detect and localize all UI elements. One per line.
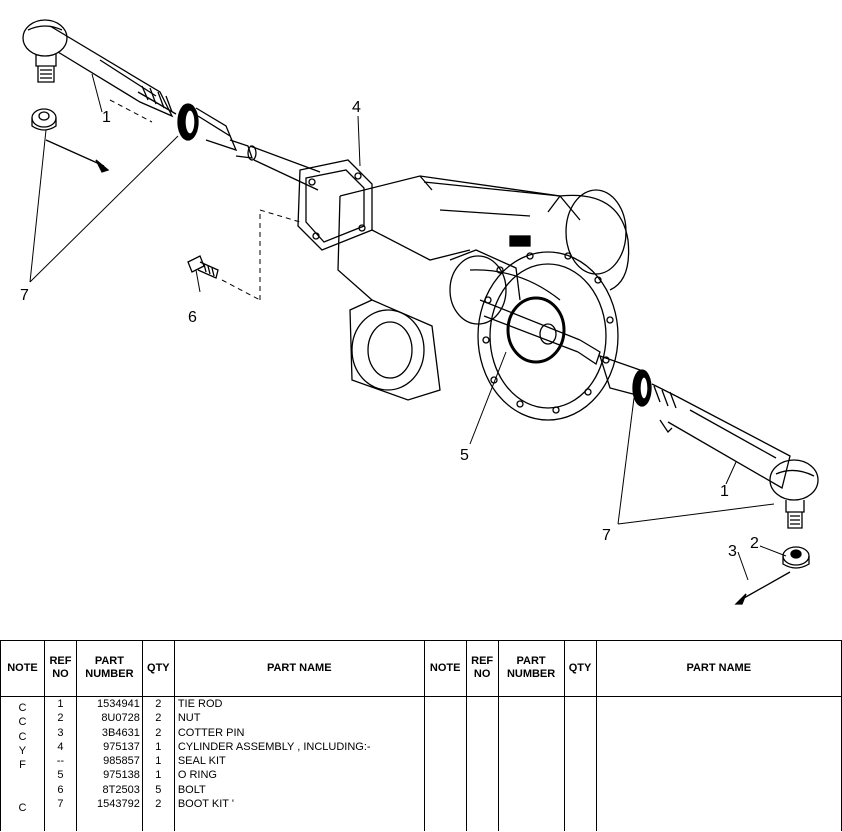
callout-boot-kit-right: 7 — [602, 527, 611, 544]
column-part-name-2-empty — [595, 696, 842, 831]
nut-left — [31, 108, 57, 131]
parts-list-table: NOTE REF NO PART NUMBER QTY PART NAME NO… — [0, 640, 842, 831]
o-ring — [506, 296, 566, 364]
boot-right — [598, 354, 652, 407]
header-note-2: NOTE — [423, 640, 467, 697]
tie-rod-left — [22, 19, 177, 118]
callout-o-ring: 5 — [460, 447, 469, 464]
callout-boot-kit-left: 7 — [20, 287, 29, 304]
column-part-number-2-empty — [497, 696, 565, 831]
header-ref-no-2: REF NO — [465, 640, 499, 697]
boot-left — [177, 103, 253, 159]
header-part-number-2: PART NUMBER — [497, 640, 565, 697]
tie-rod-right — [651, 383, 819, 529]
assembly-lines — [109, 99, 301, 301]
piston-rod-right — [479, 299, 601, 366]
header-qty-2: QTY — [563, 640, 597, 697]
nut-right — [782, 546, 810, 569]
header-note: NOTE — [0, 640, 45, 697]
column-ref-no-2-empty — [465, 696, 499, 831]
cotter-pin-left — [45, 139, 110, 173]
cylinder-flange — [297, 159, 373, 251]
header-part-name-2: PART NAME — [595, 640, 842, 697]
exploded-parts-diagram: 1 4 7 6 5 1 7 3 2 — [20, 19, 819, 605]
callout-cylinder-assembly: 4 — [352, 99, 361, 116]
callout-tie-rod-left: 1 — [102, 109, 111, 126]
header-ref-no: REF NO — [43, 640, 77, 697]
callout-bolt: 6 — [188, 309, 197, 326]
callout-cotter-pin: 3 — [728, 543, 737, 560]
header-part-name: PART NAME — [173, 640, 425, 697]
header-qty: QTY — [141, 640, 175, 697]
column-qty-2-empty — [563, 696, 597, 831]
column-note-2-empty — [423, 696, 467, 831]
header-part-number: PART NUMBER — [75, 640, 143, 697]
axle-housing — [337, 175, 630, 421]
callout-nut: 2 — [750, 535, 759, 552]
table-header-row: NOTE REF NO PART NUMBER QTY PART NAME NO… — [0, 640, 842, 697]
cotter-pin-right — [734, 571, 791, 605]
callout-tie-rod-right: 1 — [720, 483, 729, 500]
bolt — [187, 255, 219, 279]
leader-lines — [29, 73, 787, 581]
